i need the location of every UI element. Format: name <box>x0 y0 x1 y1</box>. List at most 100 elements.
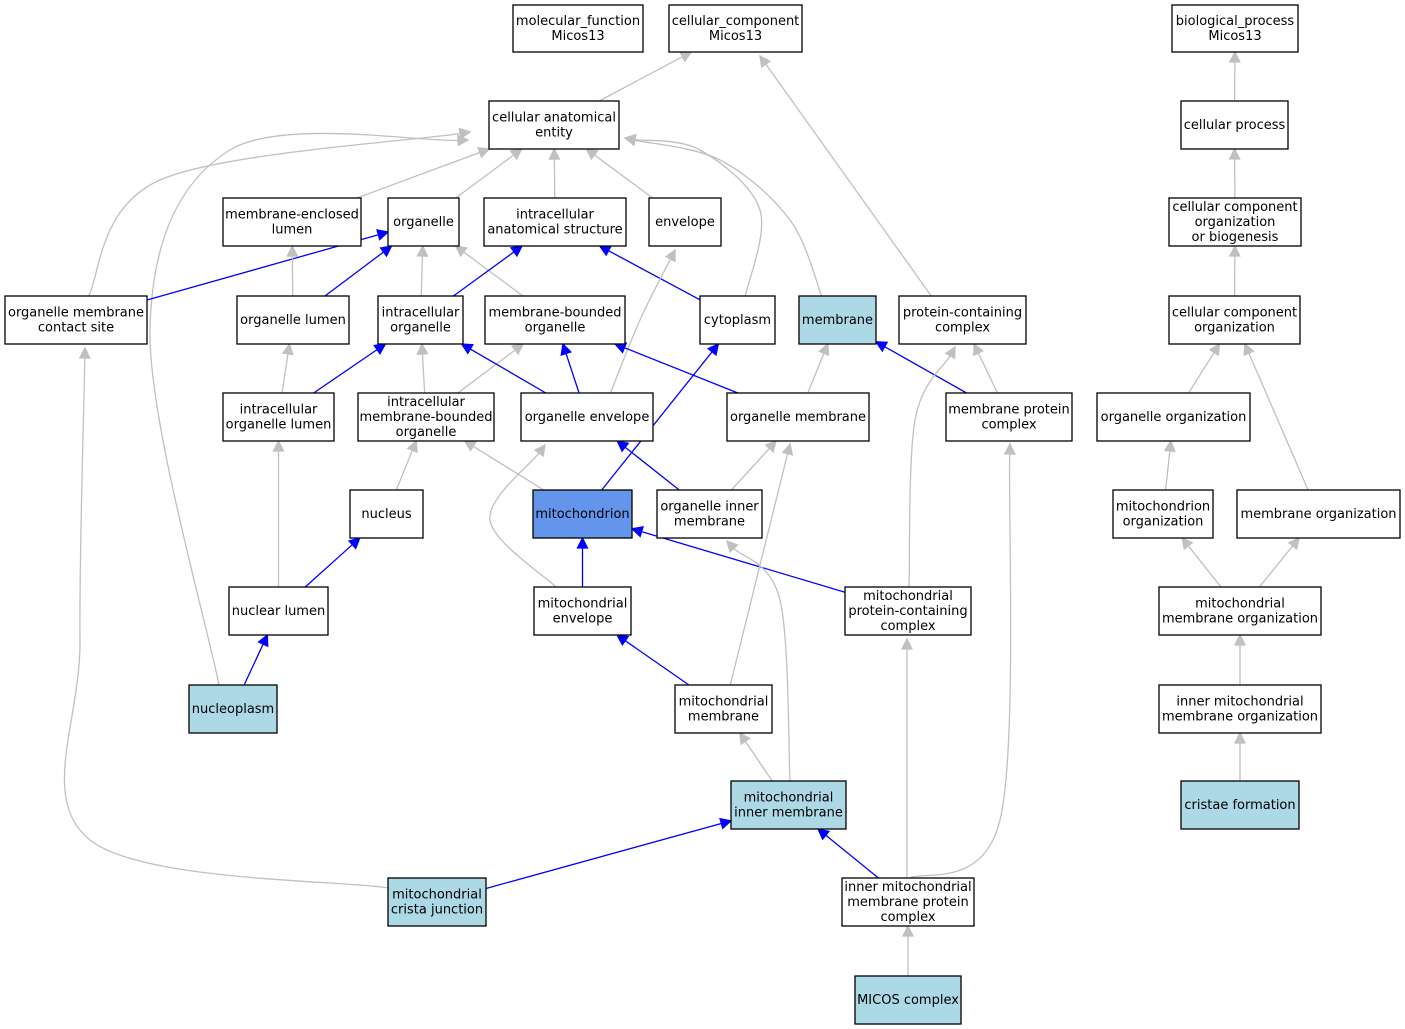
arrowhead <box>560 342 573 357</box>
arrowhead <box>373 343 387 356</box>
edge-olum-to-mel <box>286 244 299 297</box>
node-label-line: inner mitochondrial <box>844 880 971 895</box>
go-term-node-olum[interactable]: organelle lumen <box>236 295 350 345</box>
node-label-line: complex <box>880 910 935 925</box>
edge-line <box>1188 352 1215 394</box>
edge-line <box>634 139 823 298</box>
node-box <box>1171 4 1299 53</box>
arrowhead <box>509 245 524 258</box>
node-box <box>533 586 632 636</box>
edge-line <box>624 640 690 686</box>
node-box <box>387 197 460 247</box>
node-label-line: cellular component <box>1172 200 1297 215</box>
node-box <box>798 295 877 345</box>
node-label-line: mitochondrial <box>1195 597 1285 612</box>
arrowhead <box>1003 442 1016 455</box>
arrowhead <box>376 229 390 241</box>
edge-line <box>624 446 680 491</box>
node-label-line: intracellular <box>240 403 318 418</box>
edge-menv-to-oenv <box>489 443 557 588</box>
node-label-line: entity <box>535 126 573 141</box>
node-label-line: intracellular <box>387 395 465 410</box>
node-box <box>841 877 975 927</box>
arrowhead <box>726 539 739 553</box>
edge-line <box>1187 545 1222 588</box>
node-box <box>898 295 1027 345</box>
node-label-line: crista junction <box>391 903 483 918</box>
go-term-node-org[interactable]: organelle <box>387 197 460 247</box>
arrowhead <box>874 341 889 353</box>
edge-env-to-cae <box>585 148 653 199</box>
go-term-node-env[interactable]: envelope <box>648 197 722 247</box>
node-label-line: protein-containing <box>903 306 1022 321</box>
go-term-node-cf[interactable]: cristae formation <box>1180 780 1300 830</box>
go-term-node-nlum[interactable]: nuclear lumen <box>228 586 329 636</box>
go-term-node-mito[interactable]: mitochondrion <box>532 489 633 539</box>
edge-omem-to-memb <box>807 342 830 394</box>
go-term-node-memo[interactable]: membrane organization <box>1236 489 1401 539</box>
node-label-line: cellular_component <box>672 14 800 29</box>
edge-mcj-to-omcs <box>63 346 390 889</box>
edge-iorg-to-ias <box>453 245 524 297</box>
edge-npl-to-nlum <box>243 633 269 686</box>
node-label-line: inner membrane <box>734 806 843 821</box>
go-term-node-omem[interactable]: organelle membrane <box>726 392 870 442</box>
edge-line <box>324 251 384 297</box>
node-label-line: intracellular <box>516 208 594 223</box>
arrowhead <box>719 817 733 830</box>
edge-line <box>485 822 722 890</box>
go-term-node-micos[interactable]: MICOS complex <box>854 975 962 1025</box>
edge-line <box>594 154 653 199</box>
edge-line <box>356 151 481 199</box>
go-term-node-npl[interactable]: nucleoplasm <box>188 684 278 734</box>
go-term-node-cyto[interactable]: cytoplasm <box>699 295 776 345</box>
edge-immo-to-mmo <box>1233 633 1247 685</box>
node-box <box>726 392 870 442</box>
arrowhead <box>458 127 472 140</box>
node-box <box>945 392 1073 442</box>
node-label-line: mitochondrial <box>863 589 953 604</box>
edge-line <box>421 353 426 394</box>
arrowhead <box>764 439 778 453</box>
edge-line <box>634 138 763 298</box>
edge-line <box>906 453 1012 880</box>
node-box <box>648 197 722 247</box>
node-label-line: organelle lumen <box>226 418 332 433</box>
go-term-node-oo[interactable]: organelle organization <box>1096 392 1251 442</box>
node-label-line: organelle <box>396 425 457 440</box>
arrowhead <box>257 633 269 648</box>
node-box <box>484 295 626 345</box>
go-term-node-cproc[interactable]: cellular process <box>1180 100 1289 150</box>
node-box <box>854 975 962 1025</box>
go-term-node-nuc[interactable]: nucleus <box>349 489 424 539</box>
go-term-node-memb[interactable]: membrane <box>798 295 877 345</box>
node-label-line: membrane organization <box>1162 710 1318 725</box>
go-term-node-oenv[interactable]: organelle envelope <box>520 392 654 442</box>
